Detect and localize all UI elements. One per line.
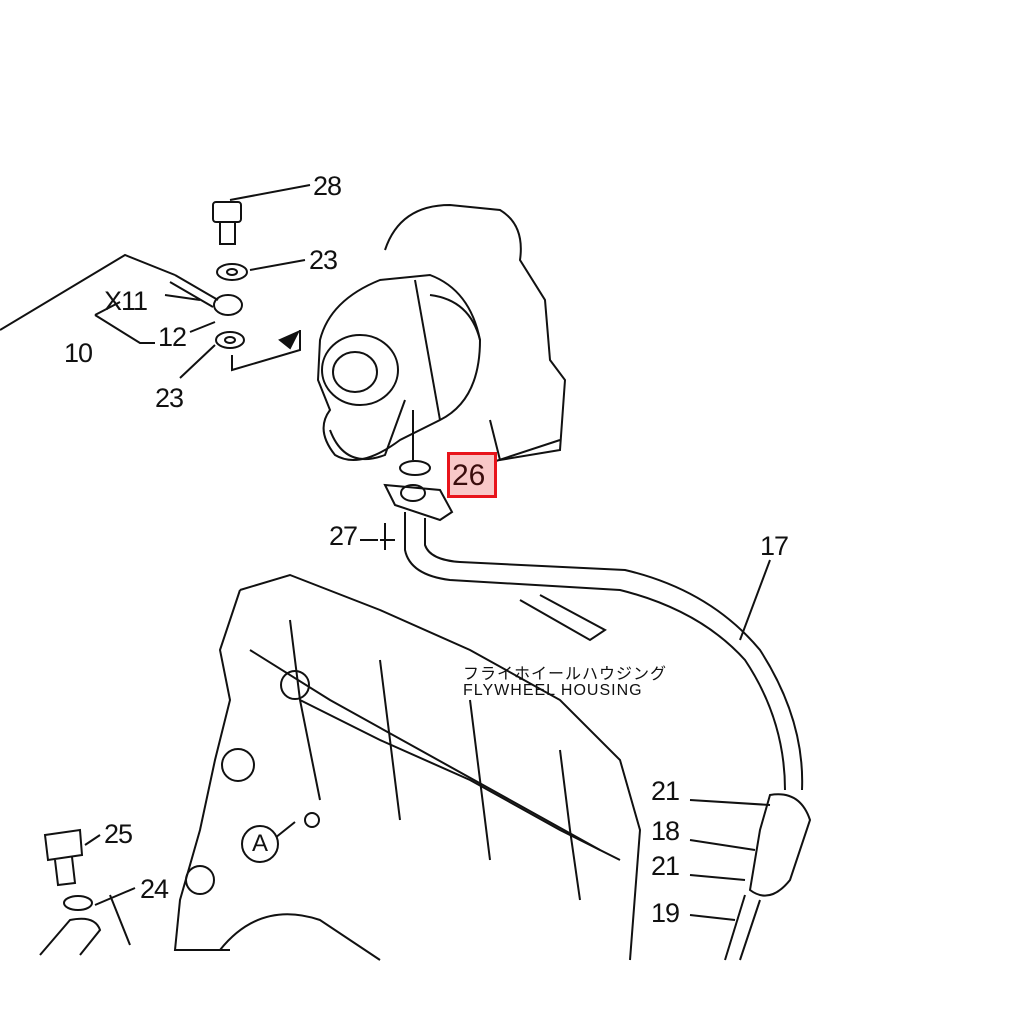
callout-18[interactable]: 18 <box>651 816 680 846</box>
callout-17[interactable]: 17 <box>760 531 789 561</box>
callout-25[interactable]: 25 <box>104 819 133 849</box>
callout-19[interactable]: 19 <box>651 898 680 928</box>
highlighted-callout-26[interactable]: 26 <box>447 452 497 498</box>
callout-21-upper[interactable]: 21 <box>651 776 680 806</box>
turbocharger-drawing <box>316 203 567 462</box>
callout-27[interactable]: 27 <box>329 521 358 551</box>
callout-28[interactable]: 28 <box>313 171 342 201</box>
callout-23-lower[interactable]: 23 <box>155 383 184 413</box>
caption-japanese: フライホイールハウジング <box>463 666 668 683</box>
callout-11[interactable]: X11 <box>104 286 148 316</box>
callout-12[interactable]: 12 <box>158 322 187 352</box>
callout-23-upper[interactable]: 23 <box>309 245 338 275</box>
callout-26-label: 26 <box>452 459 486 492</box>
fittings-drawing <box>0 184 311 379</box>
callout-21-lower[interactable]: 21 <box>651 851 680 881</box>
bolt-25-drawing <box>39 828 136 956</box>
callout-10[interactable]: 10 <box>64 338 93 368</box>
callout-24[interactable]: 24 <box>140 874 169 904</box>
engine-block-drawing <box>173 573 642 961</box>
caption-flywheel-housing: FLYWHEEL HOUSING <box>463 682 643 699</box>
oil-pipe-drawing <box>360 410 812 961</box>
view-marker-a: A <box>241 825 279 863</box>
